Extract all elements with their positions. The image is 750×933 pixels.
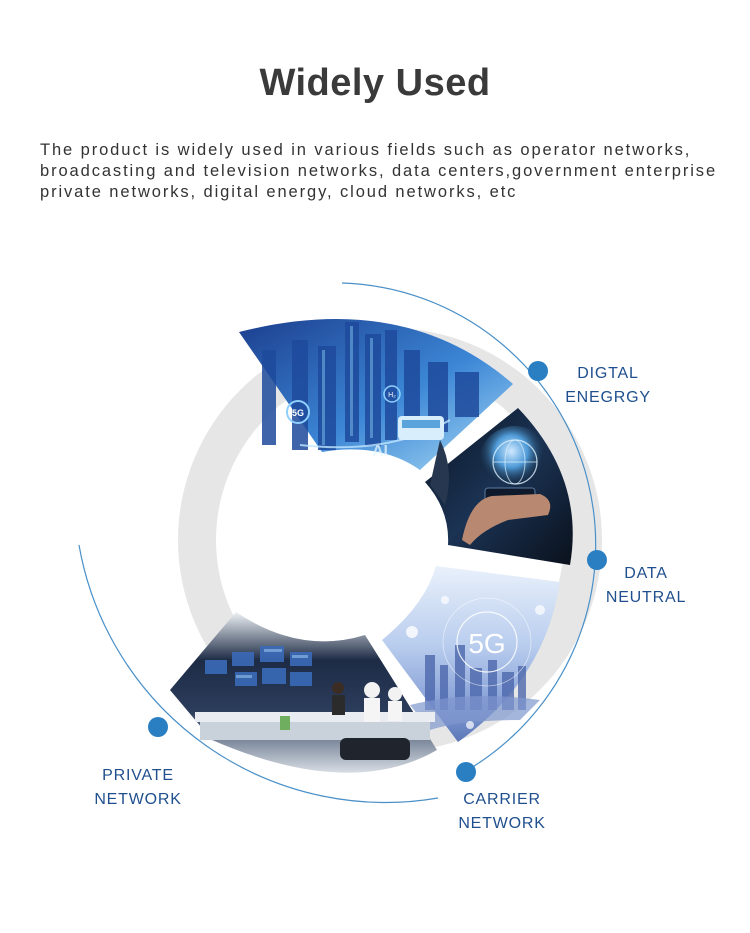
label-line: NEUTRAL bbox=[605, 589, 687, 606]
page-title: Widely Used bbox=[259, 62, 491, 104]
photo-tag-ai: AI bbox=[372, 443, 388, 460]
dot-carrier-network bbox=[456, 762, 476, 782]
label-line: DATA bbox=[624, 565, 668, 582]
description: The product is widely used in various fi… bbox=[40, 140, 720, 203]
outer-arc-left bbox=[78, 544, 439, 804]
photo-badge-5g: 5G bbox=[292, 408, 304, 418]
label-line: ENEGRGY bbox=[565, 389, 651, 406]
label-line: NETWORK bbox=[94, 791, 182, 808]
photo-big-5g: 5G bbox=[468, 628, 505, 659]
description-line: The product is widely used in various fi… bbox=[40, 141, 692, 159]
label-digital-energy: DIGTAL ENEGRGY bbox=[555, 362, 661, 410]
dot-private-network bbox=[148, 717, 168, 737]
label-private-network: PRIVATE NETWORK bbox=[86, 764, 190, 812]
photo-digital-energy: 5G H₂ AI bbox=[239, 319, 513, 470]
photo-carrier-network: 5G bbox=[382, 566, 560, 742]
dot-data-neutral bbox=[587, 550, 607, 570]
outer-arc-right bbox=[341, 282, 597, 772]
label-line: DIGTAL bbox=[577, 365, 639, 382]
label-line: CARRIER bbox=[463, 791, 541, 808]
description-line: private networks, digital energy, cloud … bbox=[40, 183, 518, 201]
label-carrier-network: CARRIER NETWORK bbox=[450, 788, 554, 836]
photo-private-network bbox=[170, 612, 437, 773]
label-line: NETWORK bbox=[458, 815, 546, 832]
label-line: PRIVATE bbox=[102, 767, 174, 784]
label-data-neutral: DATA NEUTRAL bbox=[596, 562, 696, 610]
photo-data-neutral bbox=[425, 408, 573, 565]
photo-badge-h: H₂ bbox=[388, 392, 396, 399]
dot-digital-energy bbox=[528, 361, 548, 381]
description-line: broadcasting and television networks, da… bbox=[40, 162, 718, 180]
